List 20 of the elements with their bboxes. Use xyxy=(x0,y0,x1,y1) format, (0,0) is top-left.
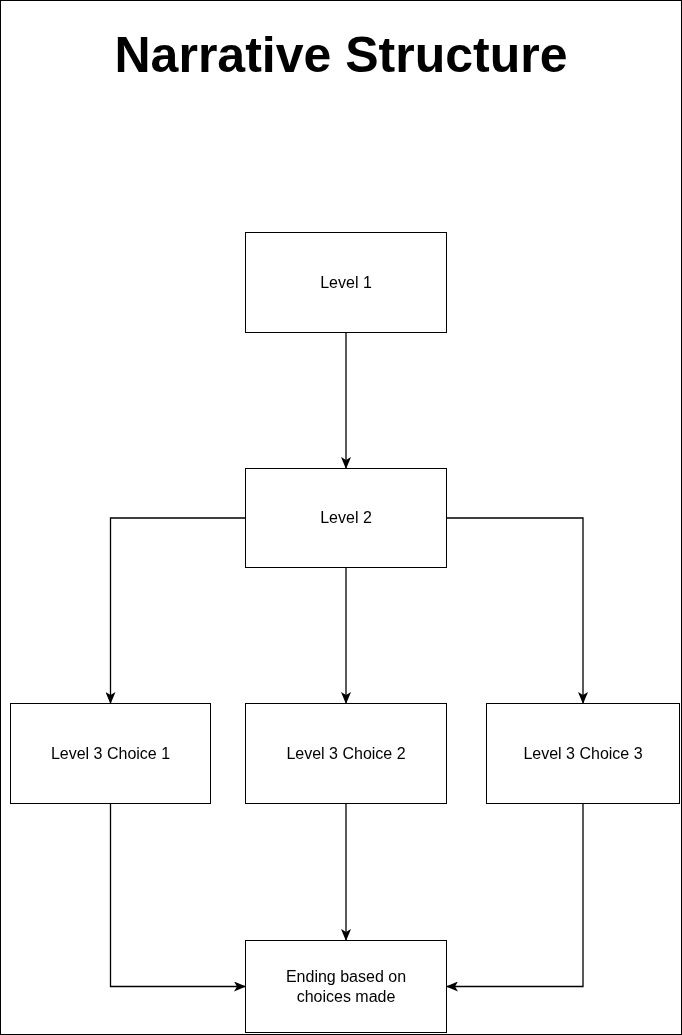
arrow xyxy=(341,803,351,941)
arrow xyxy=(105,517,246,704)
process-box xyxy=(245,468,447,568)
box-label: Level 2 xyxy=(320,508,372,528)
diagram-title: Narrative Structure xyxy=(113,30,569,80)
process-box xyxy=(245,232,447,333)
box-label: Ending based on choices made xyxy=(284,966,408,1007)
arrow xyxy=(446,517,588,704)
box-label: Level 1 xyxy=(320,272,372,293)
box-label: Level 3 Choice 1 xyxy=(50,743,171,764)
box-label: Level 3 Choice 2 xyxy=(286,743,406,764)
process-box xyxy=(245,703,447,804)
box-label: Level 3 Choice 3 xyxy=(523,743,643,764)
process-box xyxy=(486,703,680,804)
arrow xyxy=(446,803,584,992)
arrow xyxy=(109,803,246,992)
arrow xyxy=(341,567,351,704)
arrow xyxy=(341,332,351,469)
process-box xyxy=(245,940,447,1033)
process-box xyxy=(10,703,211,804)
